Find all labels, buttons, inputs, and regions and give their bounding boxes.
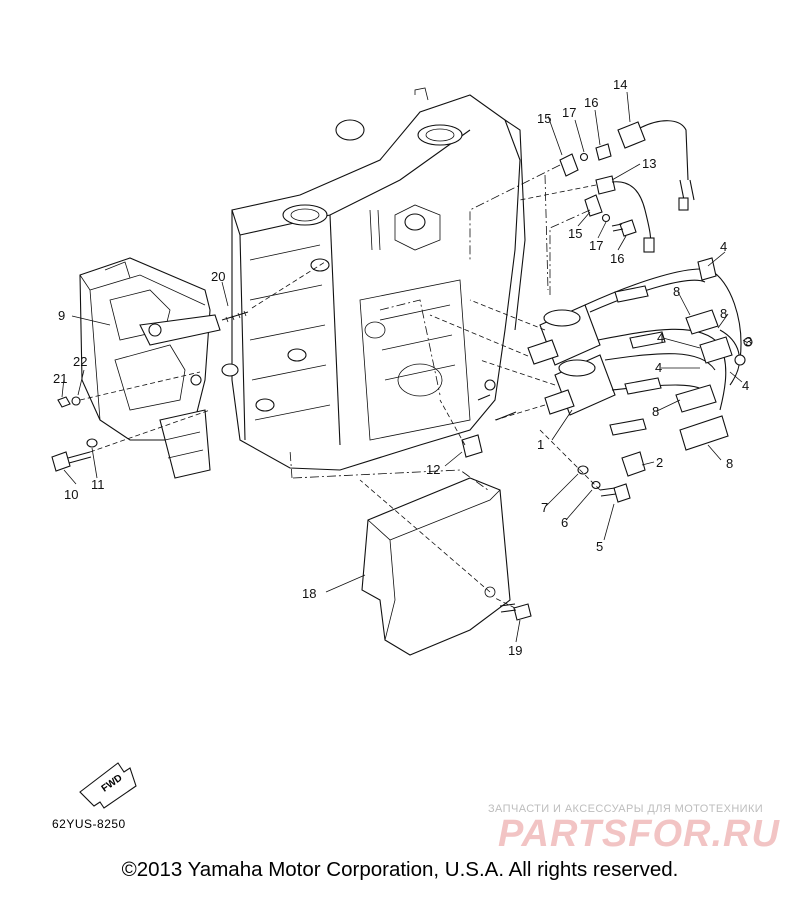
callout-18: 18 [302, 586, 316, 601]
callout-1: 1 [537, 437, 544, 452]
callout-8-b: 8 [720, 306, 727, 321]
bolt-part-19 [499, 603, 532, 621]
callout-labels: 1 2 3 4 4 4 4 5 6 7 8 8 8 8 9 10 11 12 1… [53, 77, 752, 658]
grommet [484, 379, 496, 391]
callout-12: 12 [426, 462, 440, 477]
watermark-logo: PARTSFOR.RU [498, 813, 780, 855]
watermark-tagline: ЗАПЧАСТИ И АКСЕССУАРЫ ДЛЯ МОТОТЕХНИКИ [488, 803, 764, 815]
callout-9: 9 [58, 308, 65, 323]
callout-2: 2 [656, 455, 663, 470]
screw-small [477, 394, 491, 401]
sensor-part-13 [595, 175, 655, 253]
bolt-part-5 [599, 483, 631, 503]
washer-part-17-top [579, 152, 589, 162]
callout-7: 7 [541, 500, 548, 515]
callout-10: 10 [64, 487, 78, 502]
callout-17-a: 17 [562, 105, 576, 120]
callout-5: 5 [596, 539, 603, 554]
callout-4-b: 4 [657, 330, 664, 345]
ignition-coil-lower [544, 354, 616, 416]
washer-part-17-bottom [601, 213, 611, 223]
engine-block [221, 87, 526, 471]
callout-15-b: 15 [568, 226, 582, 241]
plug-wires [584, 257, 746, 451]
screw [495, 411, 517, 421]
callout-8-d: 8 [726, 456, 733, 471]
mounting-bracket [79, 257, 221, 479]
stud-part-20 [221, 310, 249, 323]
clip-part-15-bottom [584, 194, 603, 217]
nut-part-16-top [595, 143, 612, 161]
cover-part-18 [361, 477, 511, 656]
callout-15-a: 15 [537, 111, 551, 126]
callout-13: 13 [642, 156, 656, 171]
assembly-lines [79, 164, 601, 609]
fwd-arrow-icon: FWD [79, 762, 137, 809]
callout-16-b: 16 [610, 251, 624, 266]
washer-part-6 [591, 480, 601, 490]
callout-21: 21 [53, 371, 67, 386]
diagram-part-code: 62YUS-8250 [52, 817, 126, 831]
washer-part-22 [71, 396, 81, 406]
callout-4-a: 4 [720, 239, 727, 254]
callout-3: 3 [745, 334, 752, 349]
bolt-part-10 [51, 451, 92, 472]
bolt-part-16-bottom [611, 219, 637, 237]
switch-part-14 [617, 120, 695, 211]
sensor-part-12 [461, 434, 483, 458]
callout-8-a: 8 [673, 284, 680, 299]
washer-part-7 [577, 465, 589, 475]
nut-part-21 [57, 396, 71, 408]
callout-6: 6 [561, 515, 568, 530]
ignition-coil-upper [527, 304, 601, 366]
callout-20: 20 [211, 269, 225, 284]
spark-plugs [609, 285, 666, 436]
callout-4-c: 4 [655, 360, 662, 375]
callout-4-d: 4 [742, 378, 749, 393]
callout-14: 14 [613, 77, 627, 92]
callout-11: 11 [91, 477, 105, 492]
clamp-part-2 [621, 451, 646, 477]
copyright-notice: ©2013 Yamaha Motor Corporation, U.S.A. A… [121, 858, 679, 881]
callout-8-c: 8 [652, 404, 659, 419]
clamp-part-3 [743, 337, 753, 347]
clip-part-15-top [559, 153, 579, 177]
callout-22: 22 [73, 354, 87, 369]
leader-lines [61, 91, 749, 643]
callout-16-a: 16 [584, 95, 598, 110]
callout-19: 19 [508, 643, 522, 658]
washer-part-11 [86, 438, 98, 448]
callout-17-b: 17 [589, 238, 603, 253]
